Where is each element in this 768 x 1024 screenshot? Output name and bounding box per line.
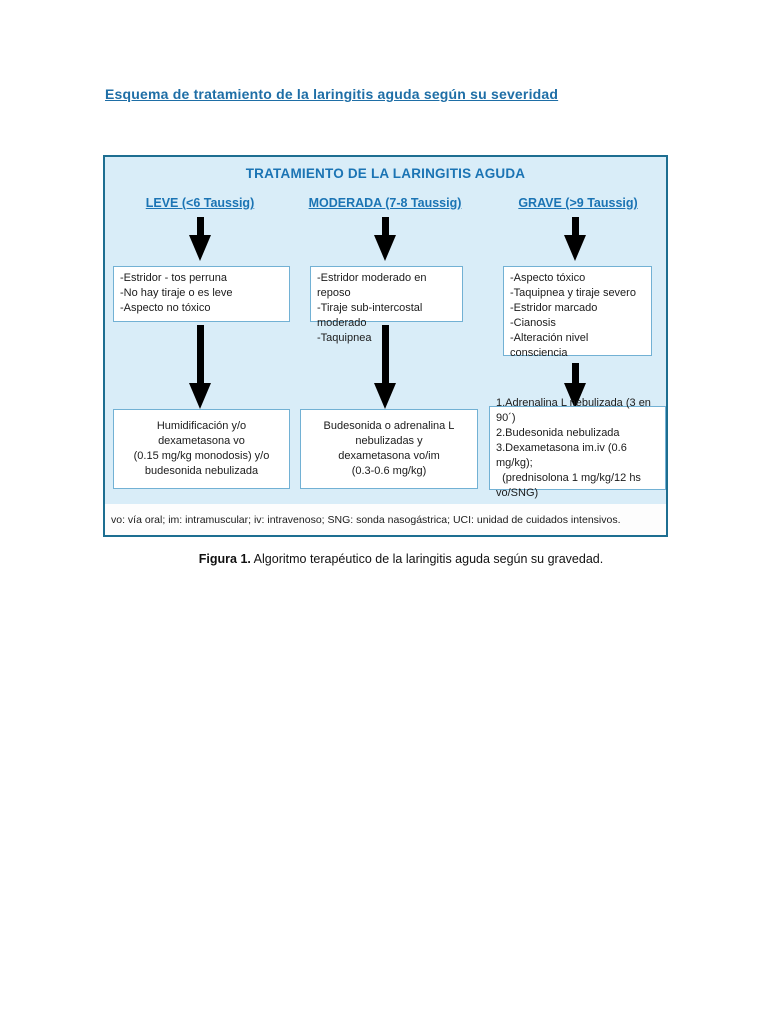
down-arrow-icon <box>374 325 396 409</box>
flowchart-figure: TRATAMIENTO DE LA LARINGITIS AGUDA LEVE … <box>103 155 668 537</box>
column-header-leve: LEVE (<6 Taussig) <box>145 196 255 210</box>
treatment-text: Budesonida o adrenalina L nebulizadas y … <box>323 420 455 477</box>
document-title-link[interactable]: Esquema de tratamiento de la laringitis … <box>105 86 559 102</box>
treatment-box-grave: 1.Adrenalina L nebulizada (3 en 90´) 2.B… <box>489 397 666 499</box>
column-header-grave: GRAVE (>9 Taussig) <box>518 196 638 210</box>
symptoms-box-leve: -Estridor - tos perruna -No hay tiraje o… <box>113 266 290 322</box>
down-arrow-icon <box>564 217 586 261</box>
abbreviations-footnote: vo: vía oral; im: intramuscular; iv: int… <box>105 504 666 535</box>
figure-caption: Figura 1. Algoritmo terapéutico de la la… <box>34 552 768 566</box>
column-header-moderada: MODERADA (7-8 Taussig) <box>308 196 462 210</box>
treatment-box-moderada: Budesonida o adrenalina L nebulizadas y … <box>300 409 478 489</box>
treatment-box-leve: Humidificación y/o dexametasona vo (0.15… <box>113 409 290 489</box>
down-arrow-icon <box>374 217 396 261</box>
flowchart-title: TRATAMIENTO DE LA LARINGITIS AGUDA <box>245 166 526 181</box>
figure-caption-text: Algoritmo terapéutico de la laringitis a… <box>250 552 604 566</box>
down-arrow-icon <box>564 363 586 409</box>
treatment-text: Humidificación y/o dexametasona vo (0.15… <box>133 420 270 477</box>
figure-caption-label: Figura 1. <box>198 552 251 566</box>
treatment-text: 1.Adrenalina L nebulizada (3 en 90´) 2.B… <box>496 396 651 499</box>
symptoms-box-moderada: -Estridor moderado en reposo -Tiraje sub… <box>310 266 463 344</box>
symptoms-box-grave: -Aspecto tóxico -Taquipnea y tiraje seve… <box>503 266 652 359</box>
down-arrow-icon <box>189 325 211 409</box>
down-arrow-icon <box>189 217 211 261</box>
